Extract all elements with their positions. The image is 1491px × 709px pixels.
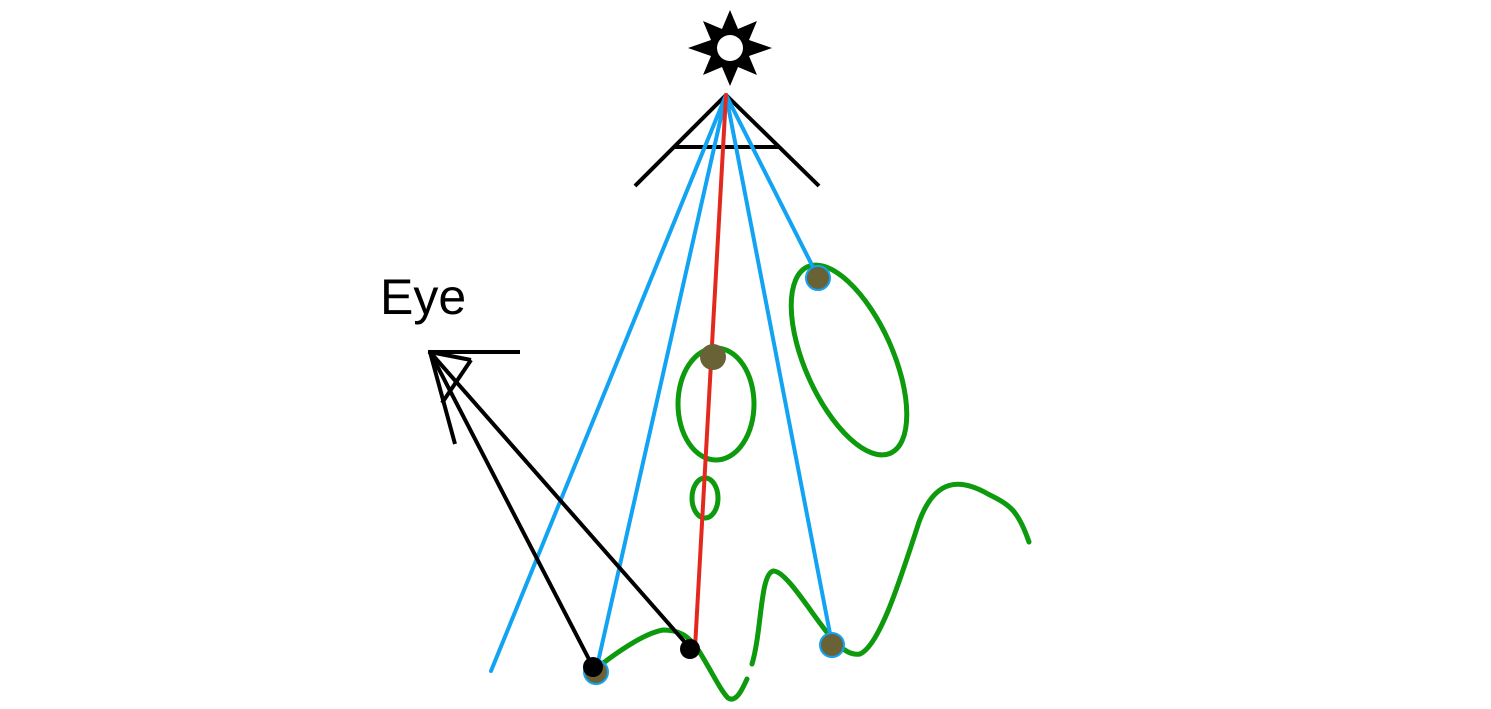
hit-point-tilted-ellipse (805, 265, 831, 291)
hit-point-middle-ellipse (700, 344, 726, 370)
eye-point-1 (583, 657, 603, 677)
light-ray-1 (489, 93, 728, 673)
sun-icon (688, 10, 772, 86)
tilted-ellipse (788, 262, 910, 458)
ground-curve-right (749, 481, 1032, 667)
eye-rays (428, 350, 692, 669)
light-ray-3 (724, 93, 834, 646)
light-ray-2 (594, 93, 728, 673)
light-rays (489, 93, 834, 673)
sun-center (717, 35, 743, 61)
ground-curve-left (595, 627, 750, 702)
light-frustum (633, 93, 821, 188)
hit-point-ground-right (819, 632, 845, 658)
eye-point-2 (680, 639, 700, 659)
eye-label: Eye (380, 269, 467, 325)
highlighted-ray (693, 93, 728, 650)
eye-hit-points (583, 639, 700, 677)
light-ray-4 (724, 93, 820, 279)
scene-objects (595, 262, 1032, 702)
eye-ray-2 (428, 350, 692, 650)
eye-ray-1 (428, 350, 595, 669)
